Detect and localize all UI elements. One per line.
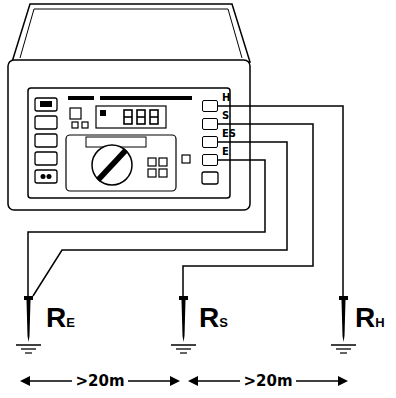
button bbox=[202, 172, 218, 184]
lcd-digit bbox=[150, 116, 158, 118]
terminal-socket: ES bbox=[202, 136, 218, 148]
display-area bbox=[66, 96, 218, 191]
small-button bbox=[182, 155, 190, 163]
body-outline bbox=[8, 60, 250, 210]
terminal-label: ES bbox=[222, 128, 236, 139]
button bbox=[35, 134, 57, 147]
small-button bbox=[148, 169, 156, 177]
ground-symbol bbox=[21, 348, 36, 349]
terminal-socket: S bbox=[202, 118, 218, 130]
earth-electrode: RE bbox=[20, 296, 86, 346]
lcd-window bbox=[96, 106, 166, 128]
indicator-square bbox=[70, 108, 81, 119]
button-icon bbox=[40, 101, 52, 107]
test-lead-wire bbox=[28, 160, 265, 296]
lcd-digit bbox=[124, 110, 132, 124]
stake-rod bbox=[182, 300, 186, 342]
ground-symbol bbox=[331, 344, 356, 346]
test-lead-wire bbox=[33, 142, 287, 296]
ground-symbol bbox=[336, 348, 351, 349]
earth-stakes bbox=[16, 296, 356, 353]
electrode-label: RH bbox=[355, 304, 385, 337]
tester-body bbox=[8, 60, 250, 210]
arrowhead bbox=[170, 376, 180, 386]
display-bar bbox=[68, 96, 94, 100]
terminal-label: H bbox=[222, 92, 230, 103]
button-icon bbox=[47, 174, 52, 179]
small-button bbox=[159, 169, 167, 177]
terminal-label: S bbox=[222, 110, 229, 121]
ground-symbol bbox=[25, 352, 32, 353]
earth-electrode: RH bbox=[335, 296, 393, 346]
terminal-socket: H bbox=[202, 100, 218, 112]
arrowhead bbox=[188, 376, 198, 386]
display-bar bbox=[100, 96, 192, 100]
ground-symbol bbox=[16, 344, 41, 346]
button bbox=[35, 152, 57, 165]
terminal-label: E bbox=[222, 146, 229, 157]
ground-symbol bbox=[340, 352, 347, 353]
stake-rod bbox=[27, 300, 31, 342]
left-buttons bbox=[35, 98, 57, 183]
stake-head bbox=[179, 296, 188, 300]
electrode-label: RS bbox=[199, 304, 228, 337]
small-button bbox=[148, 158, 156, 166]
arrowhead bbox=[20, 376, 30, 386]
arrowhead bbox=[338, 376, 348, 386]
stake-re bbox=[16, 296, 41, 353]
lcd-digit bbox=[124, 116, 132, 118]
dimension-arrows bbox=[20, 376, 348, 386]
lid-rim bbox=[20, 9, 242, 58]
front-panel bbox=[28, 88, 230, 198]
indicator-square bbox=[82, 122, 88, 128]
stake-rh bbox=[331, 296, 356, 353]
selector-panel bbox=[66, 135, 176, 191]
button bbox=[35, 116, 57, 129]
terminal-socket: E bbox=[202, 154, 218, 166]
test-lead-wire bbox=[183, 124, 313, 296]
button bbox=[35, 98, 57, 111]
ground-symbol bbox=[176, 348, 191, 349]
small-button bbox=[159, 158, 167, 166]
test-lead-wire bbox=[218, 106, 343, 296]
lcd-digit bbox=[137, 116, 145, 118]
indicator-square bbox=[72, 122, 78, 128]
button bbox=[35, 170, 57, 183]
lcd-digits bbox=[124, 110, 158, 124]
dial-pointer bbox=[96, 148, 128, 182]
lid-outline bbox=[12, 4, 250, 62]
lcd-digit bbox=[137, 110, 145, 124]
rotary-dial bbox=[92, 145, 132, 185]
ground-symbol bbox=[180, 352, 187, 353]
dimension-label: >20m bbox=[240, 372, 295, 390]
dimension-label: >20m bbox=[72, 372, 127, 390]
stake-head bbox=[339, 296, 348, 300]
lcd-digit bbox=[150, 110, 158, 124]
stake-rod bbox=[342, 300, 346, 342]
tester-lid bbox=[12, 4, 250, 62]
stake-rs bbox=[171, 296, 196, 353]
stake-head bbox=[24, 296, 33, 300]
electrode-label: RE bbox=[46, 304, 75, 337]
ground-symbol bbox=[171, 344, 196, 346]
earth-electrode: RS bbox=[175, 296, 241, 346]
button-icon bbox=[41, 174, 46, 179]
lcd-mark bbox=[100, 110, 106, 116]
